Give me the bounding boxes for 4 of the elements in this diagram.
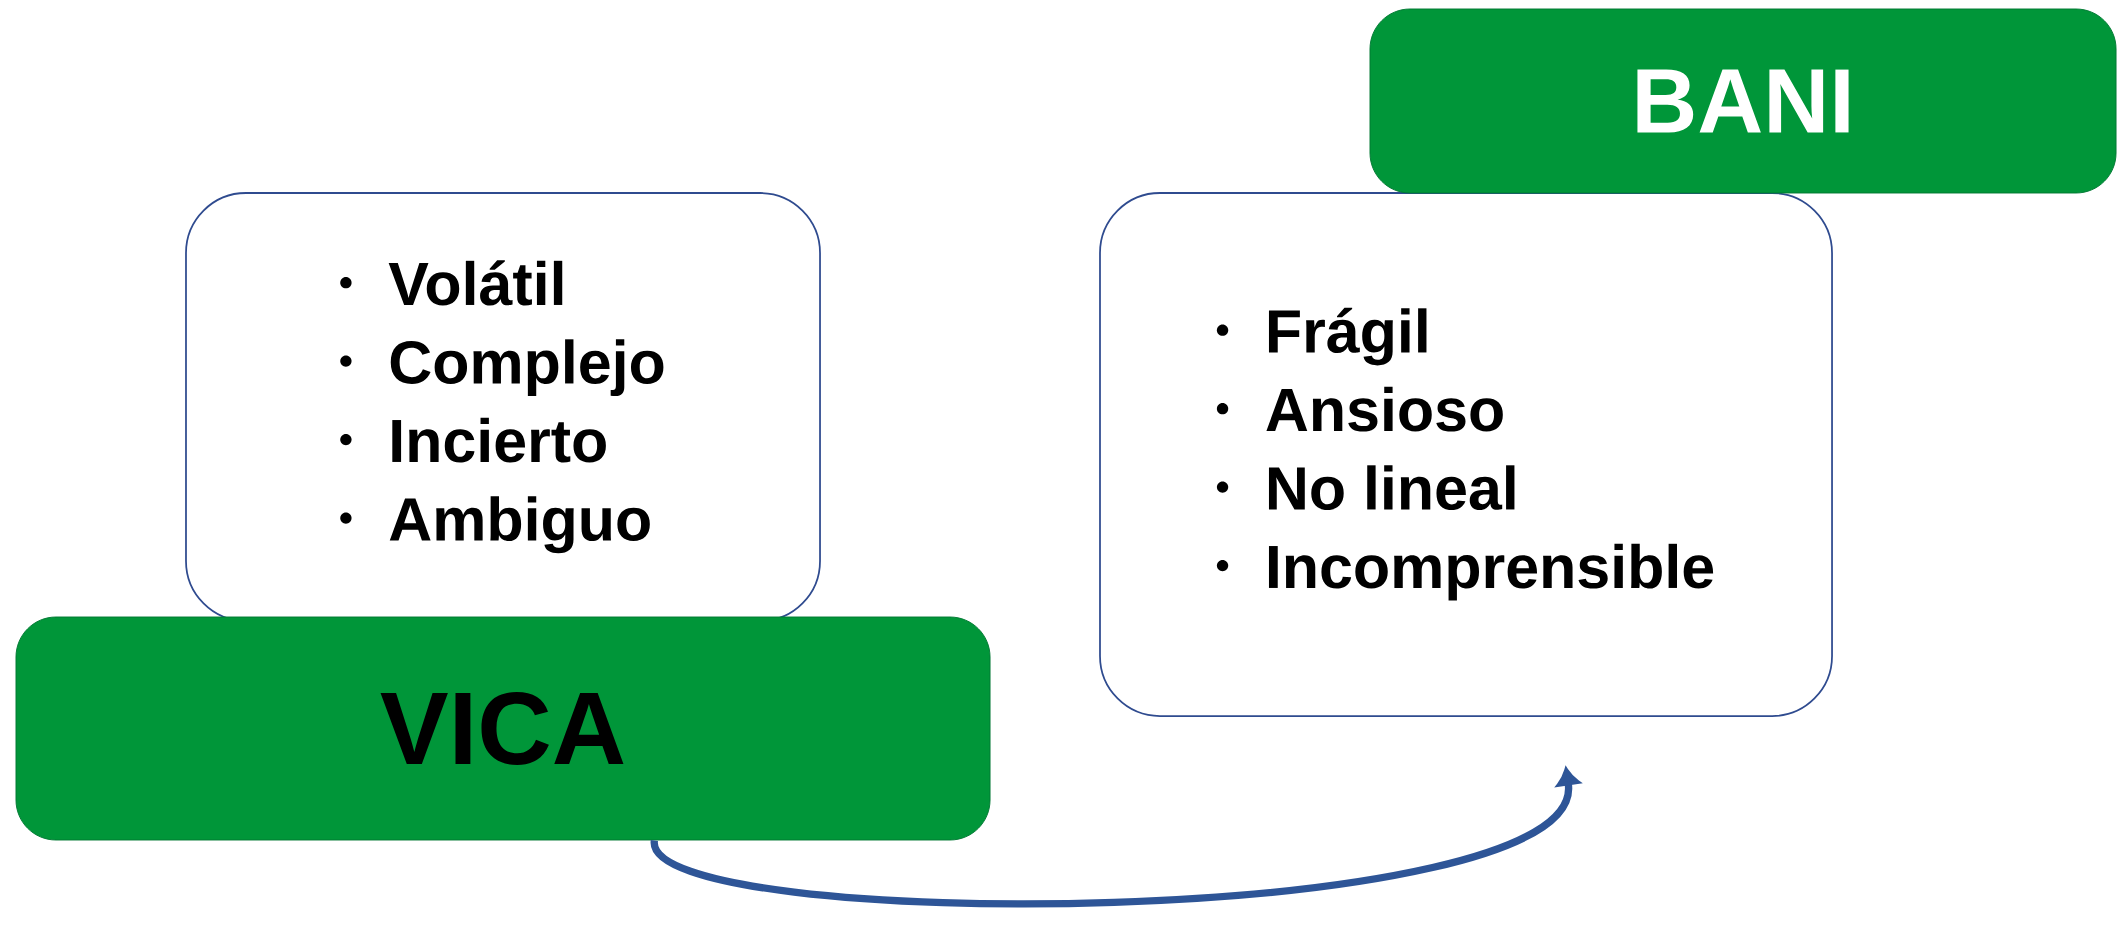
title-box: VICA [15, 616, 991, 841]
list-box: Frágil Ansioso No lineal Incomprensible [1099, 192, 1833, 717]
title-box: BANI [1369, 8, 2117, 194]
list-box: Volátil Complejo Incierto Ambiguo [185, 192, 821, 622]
